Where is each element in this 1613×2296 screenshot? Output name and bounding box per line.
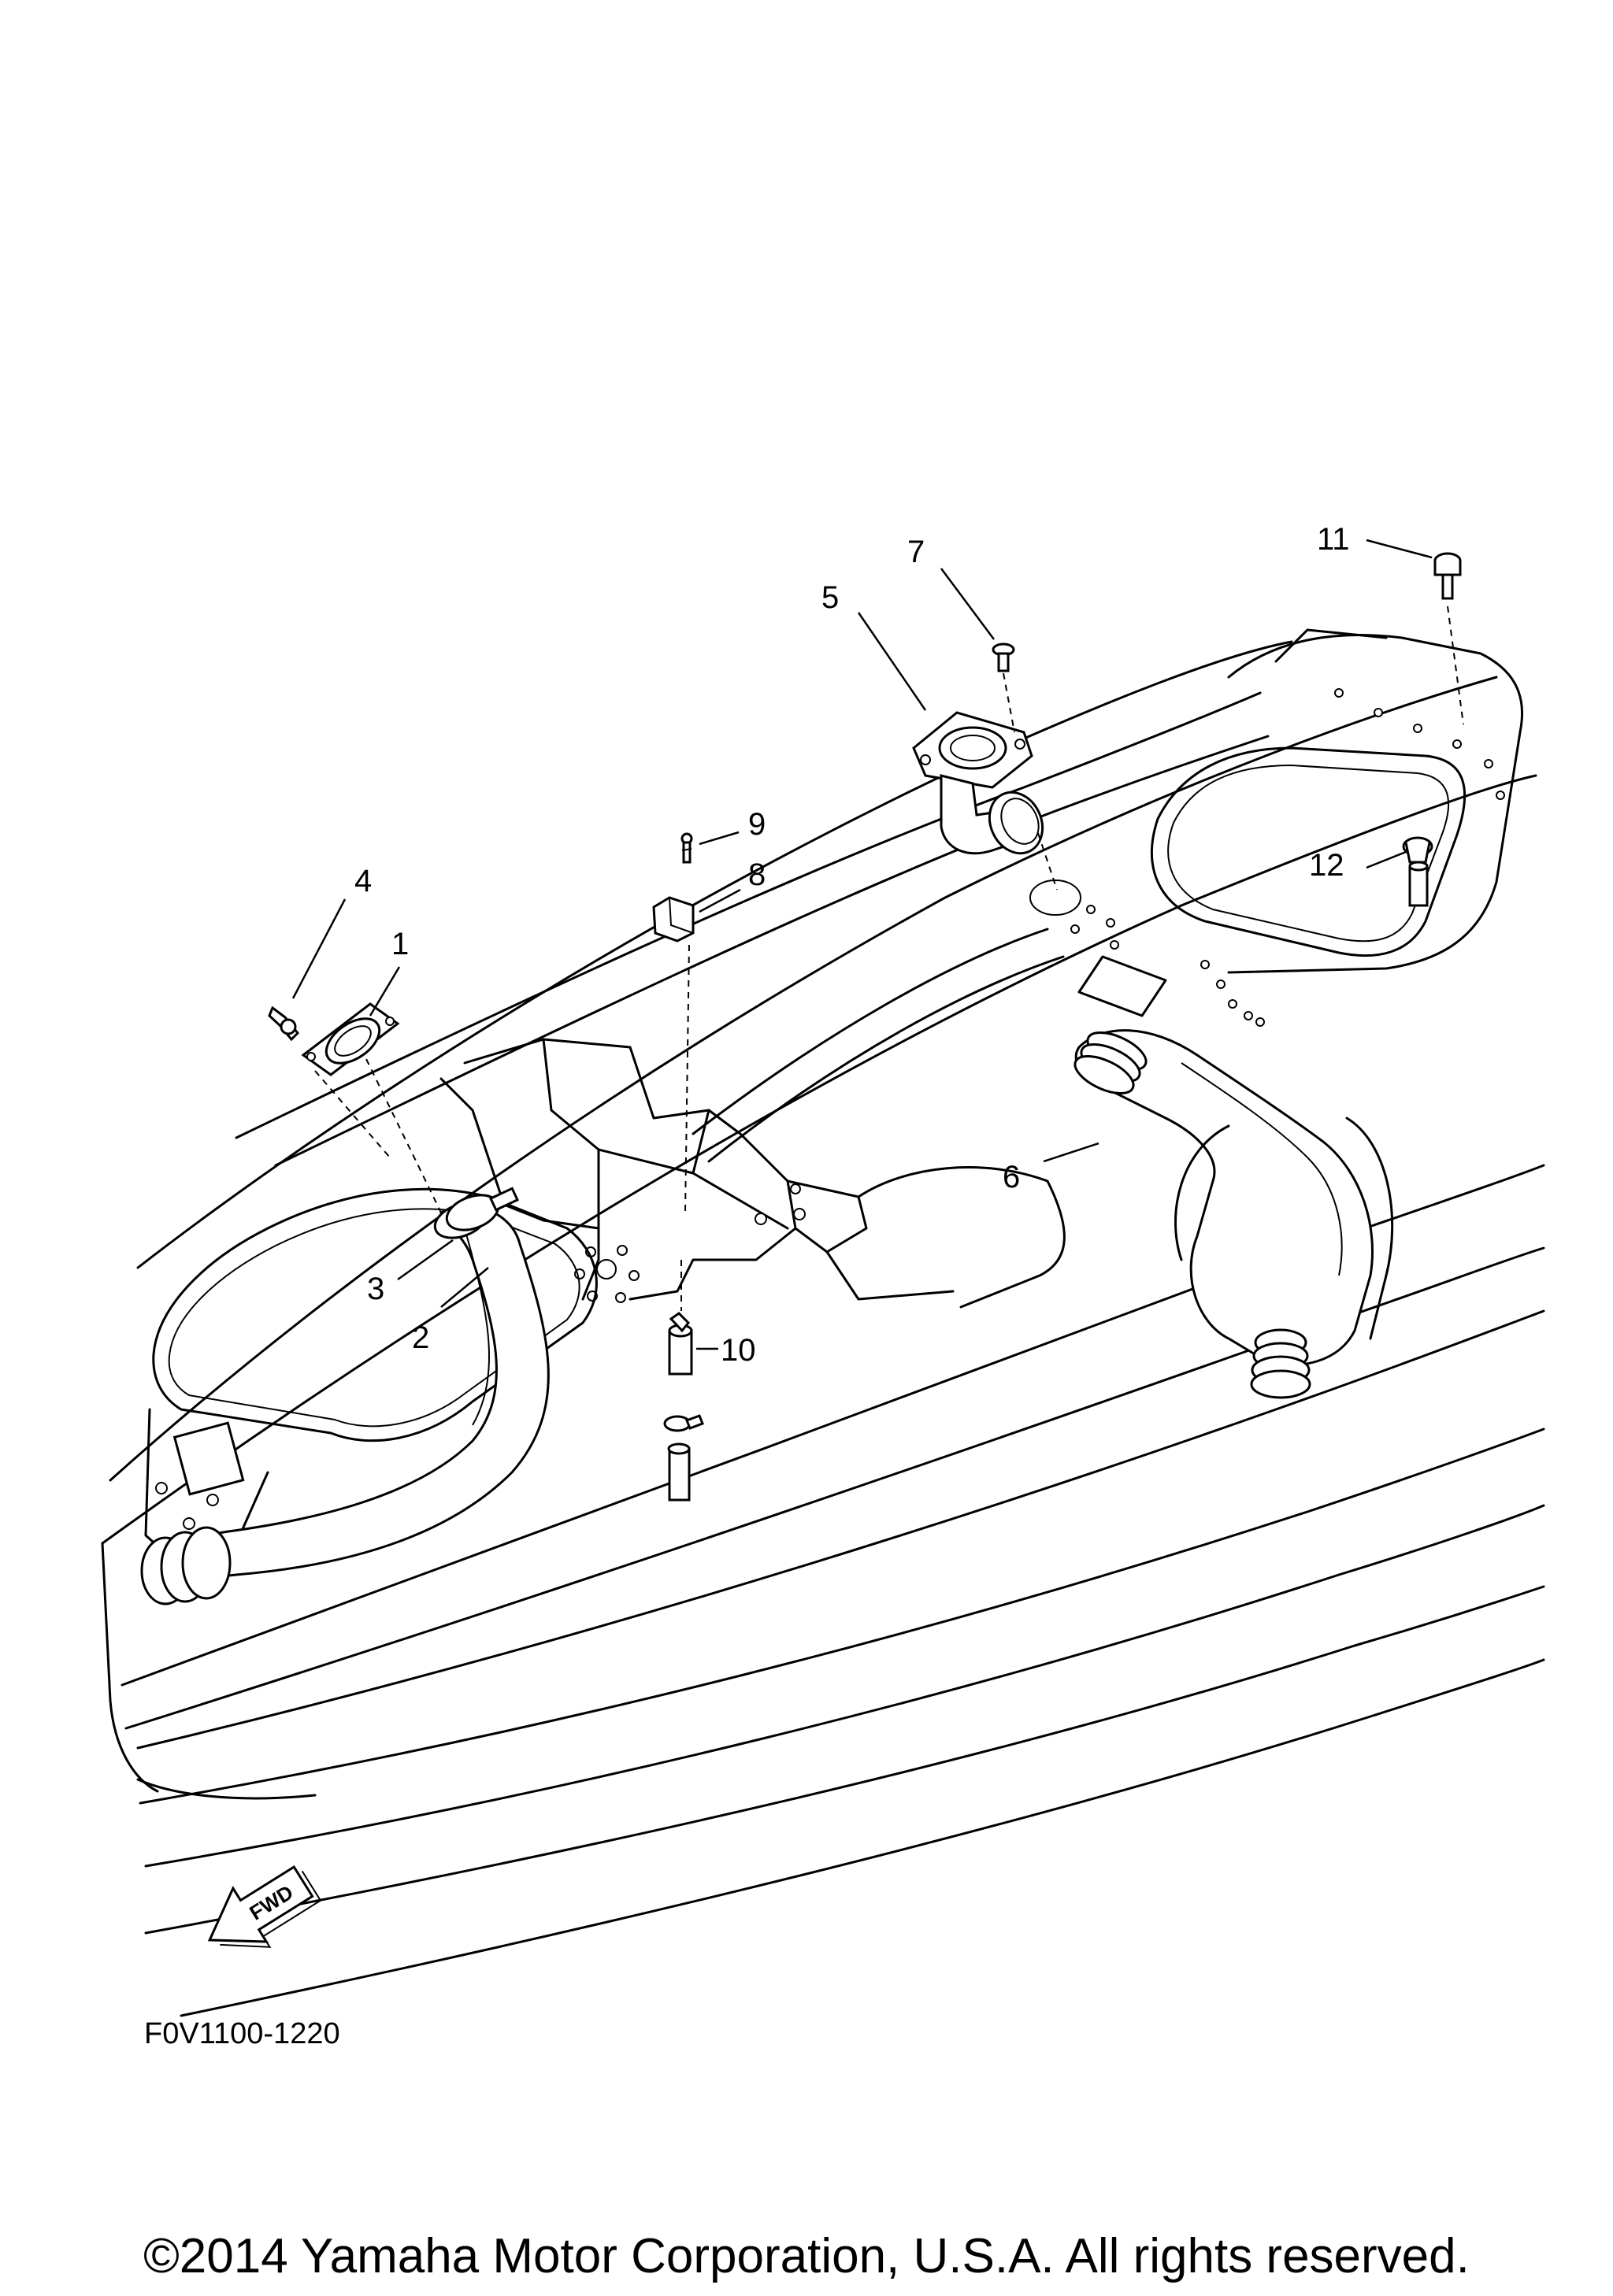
part-5-elbow-flange	[912, 711, 1058, 891]
part-3-hose-clamp	[433, 1187, 519, 1239]
callout-6: 6	[1003, 1160, 1020, 1194]
callout-labels: 1 2 3 4 5 6 7 8 9 10 11 12	[354, 522, 1350, 1368]
figure-code: F0V1100-1220	[144, 2017, 340, 2050]
part-2-duct-hose	[140, 1205, 550, 1605]
part-1-flange	[301, 1002, 442, 1213]
callout-9: 9	[748, 807, 766, 842]
callout-2: 2	[412, 1320, 429, 1355]
callout-8: 8	[748, 857, 766, 892]
part-6-rear-duct	[1073, 1029, 1394, 1399]
callout-4: 4	[354, 864, 372, 898]
callout-7: 7	[907, 535, 925, 569]
part-9-pin	[680, 832, 693, 864]
part-11-bolt	[1433, 552, 1464, 725]
callout-10: 10	[721, 1333, 756, 1368]
callout-3: 3	[367, 1272, 384, 1306]
copyright-notice: ©2014 Yamaha Motor Corporation, U.S.A. A…	[143, 2229, 1470, 2283]
callout-1: 1	[391, 927, 409, 961]
fwd-arrow-icon: FWD	[207, 1865, 322, 1948]
callout-5: 5	[821, 580, 839, 615]
callout-11: 11	[1317, 522, 1350, 557]
part-12-clamp	[1402, 836, 1433, 907]
part-4-rivet	[268, 1005, 300, 1042]
part-10-fitting	[663, 1260, 704, 1502]
hull-outline	[101, 628, 1545, 2017]
part-7-screw	[992, 643, 1015, 733]
part-8-cap	[652, 896, 695, 1213]
callout-leaders	[291, 539, 1433, 1350]
callout-12: 12	[1309, 848, 1344, 883]
